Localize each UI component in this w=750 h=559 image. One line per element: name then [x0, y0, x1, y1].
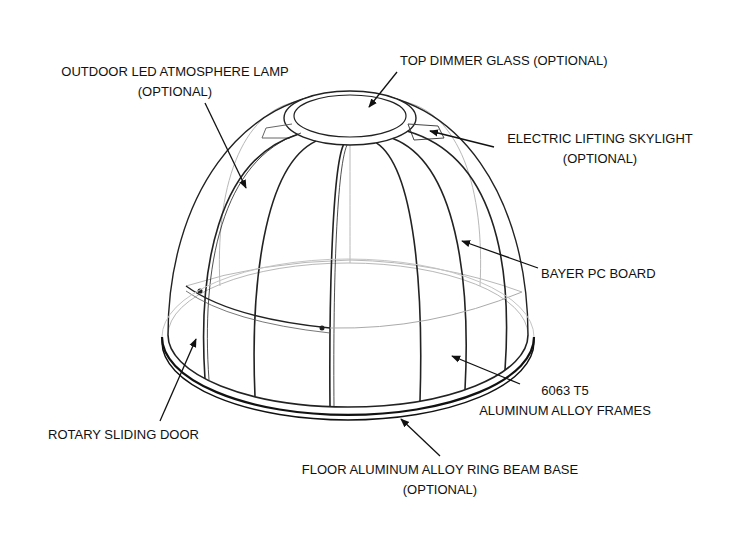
door-roller: [320, 326, 325, 331]
base-ring: [162, 337, 534, 415]
label-line: OUTDOOR LED ATMOSPHERE LAMP: [61, 62, 288, 82]
label-line: ELECTRIC LIFTING SKYLIGHT: [507, 129, 693, 149]
door-track: [186, 286, 330, 328]
label-line: (OPTIONAL): [61, 82, 288, 102]
base-inner: [168, 335, 528, 407]
callout-label: 6063 T5 ALUMINUM ALLOY FRAMES: [479, 381, 651, 421]
top-glass: [294, 95, 406, 137]
skylight-panel-left: [262, 124, 292, 138]
seam-line: [330, 292, 522, 328]
label-line: (OPTIONAL): [302, 480, 578, 500]
top-glass-frame: [284, 91, 416, 145]
callout-label: OUTDOOR LED ATMOSPHERE LAMP (OPTIONAL): [61, 62, 288, 102]
base-ring-back: [162, 259, 534, 337]
label-line: 6063 T5: [479, 381, 651, 401]
callout-label: TOP DIMMER GLASS (OPTIONAL): [400, 51, 608, 71]
callout-label: ELECTRIC LIFTING SKYLIGHT (OPTIONAL): [507, 129, 693, 169]
callout-label: ROTARY SLIDING DOOR: [48, 425, 199, 445]
label-line: (OPTIONAL): [507, 149, 693, 169]
leader-lines: [160, 72, 538, 456]
label-line: FLOOR ALUMINUM ALLOY RING BEAM BASE: [302, 460, 578, 480]
callout-label: FLOOR ALUMINUM ALLOY RING BEAM BASE (OPT…: [302, 460, 578, 500]
base-ring-edge: [162, 337, 534, 420]
label-line: ALUMINUM ALLOY FRAMES: [479, 401, 651, 421]
callout-label: BAYER PC BOARD: [541, 264, 656, 284]
aluminum-ribs: [204, 131, 507, 407]
door-track-lower: [186, 291, 330, 333]
